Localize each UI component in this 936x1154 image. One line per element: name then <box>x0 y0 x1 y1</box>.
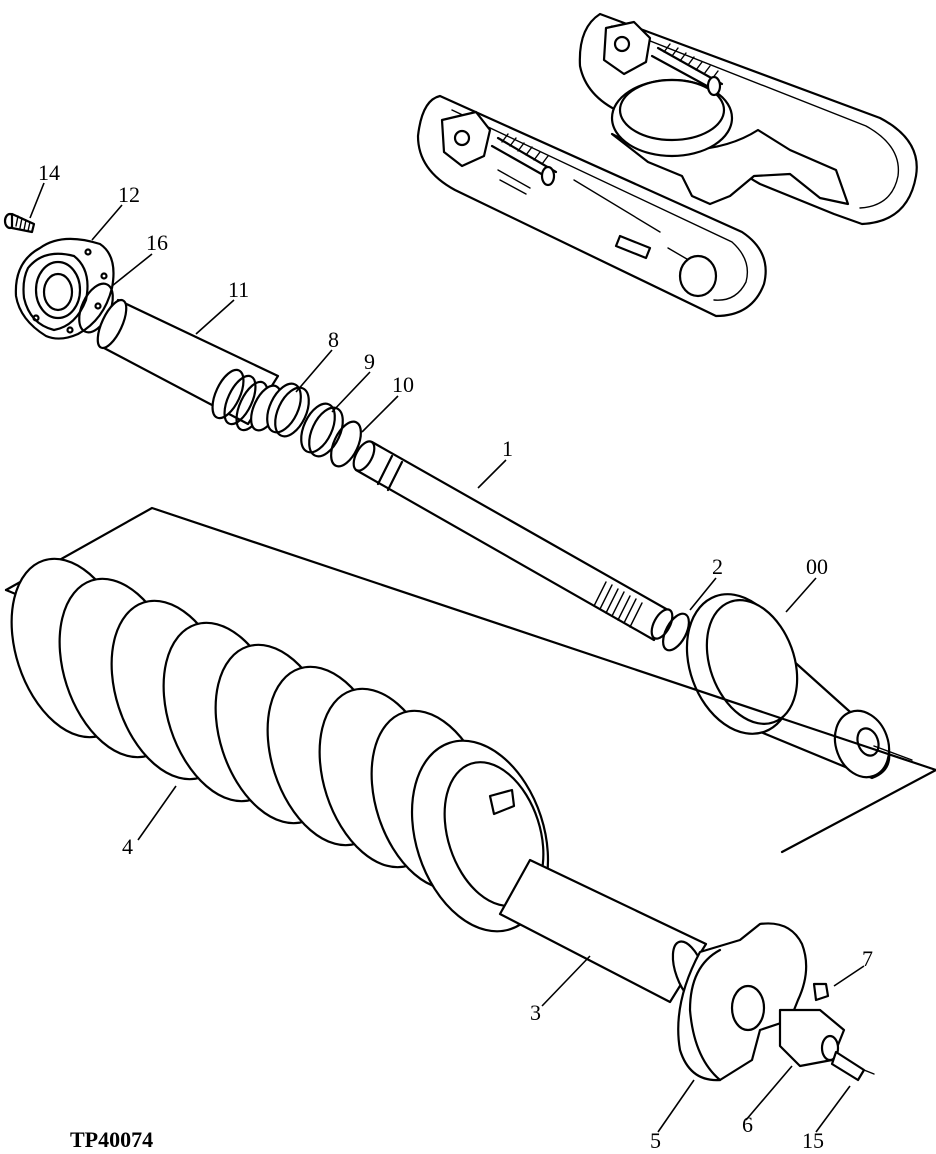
callout-15: 15 <box>802 1128 824 1153</box>
fitting-15 <box>830 1050 875 1082</box>
recoil-spring <box>10 557 550 933</box>
back-up-ring-9 <box>300 402 344 458</box>
track-frame-illustration <box>416 12 918 318</box>
callout-11: 11 <box>228 277 249 302</box>
leader-lines <box>29 182 865 1133</box>
callout-4: 4 <box>122 834 133 859</box>
cylinder <box>96 298 282 432</box>
figure-code: TP40074 <box>70 1127 153 1152</box>
callout-labels: 14 12 16 11 8 9 10 1 2 00 4 3 7 5 6 15 <box>38 160 873 1153</box>
callout-5: 5 <box>650 1128 661 1153</box>
o-ring-2 <box>662 612 690 652</box>
callout-16: 16 <box>146 230 168 255</box>
callout-00: 00 <box>806 554 828 579</box>
cylinder-body <box>685 593 913 780</box>
callout-3: 3 <box>530 1000 541 1025</box>
callout-1: 1 <box>502 436 513 461</box>
callout-7: 7 <box>862 946 873 971</box>
piston-rod <box>352 440 674 642</box>
callout-12: 12 <box>118 182 140 207</box>
callout-8: 8 <box>328 327 339 352</box>
callout-9: 9 <box>364 349 375 374</box>
yoke <box>677 922 846 1082</box>
callout-6: 6 <box>742 1112 753 1137</box>
seal-8 <box>266 382 310 438</box>
ring-10 <box>330 420 362 468</box>
callout-14: 14 <box>38 160 60 185</box>
cap-screw <box>3 212 36 234</box>
cover-plate <box>14 237 115 340</box>
spindle <box>498 858 709 1004</box>
callout-10: 10 <box>392 372 414 397</box>
grease-fitting-7 <box>812 982 830 1002</box>
callout-2: 2 <box>712 554 723 579</box>
